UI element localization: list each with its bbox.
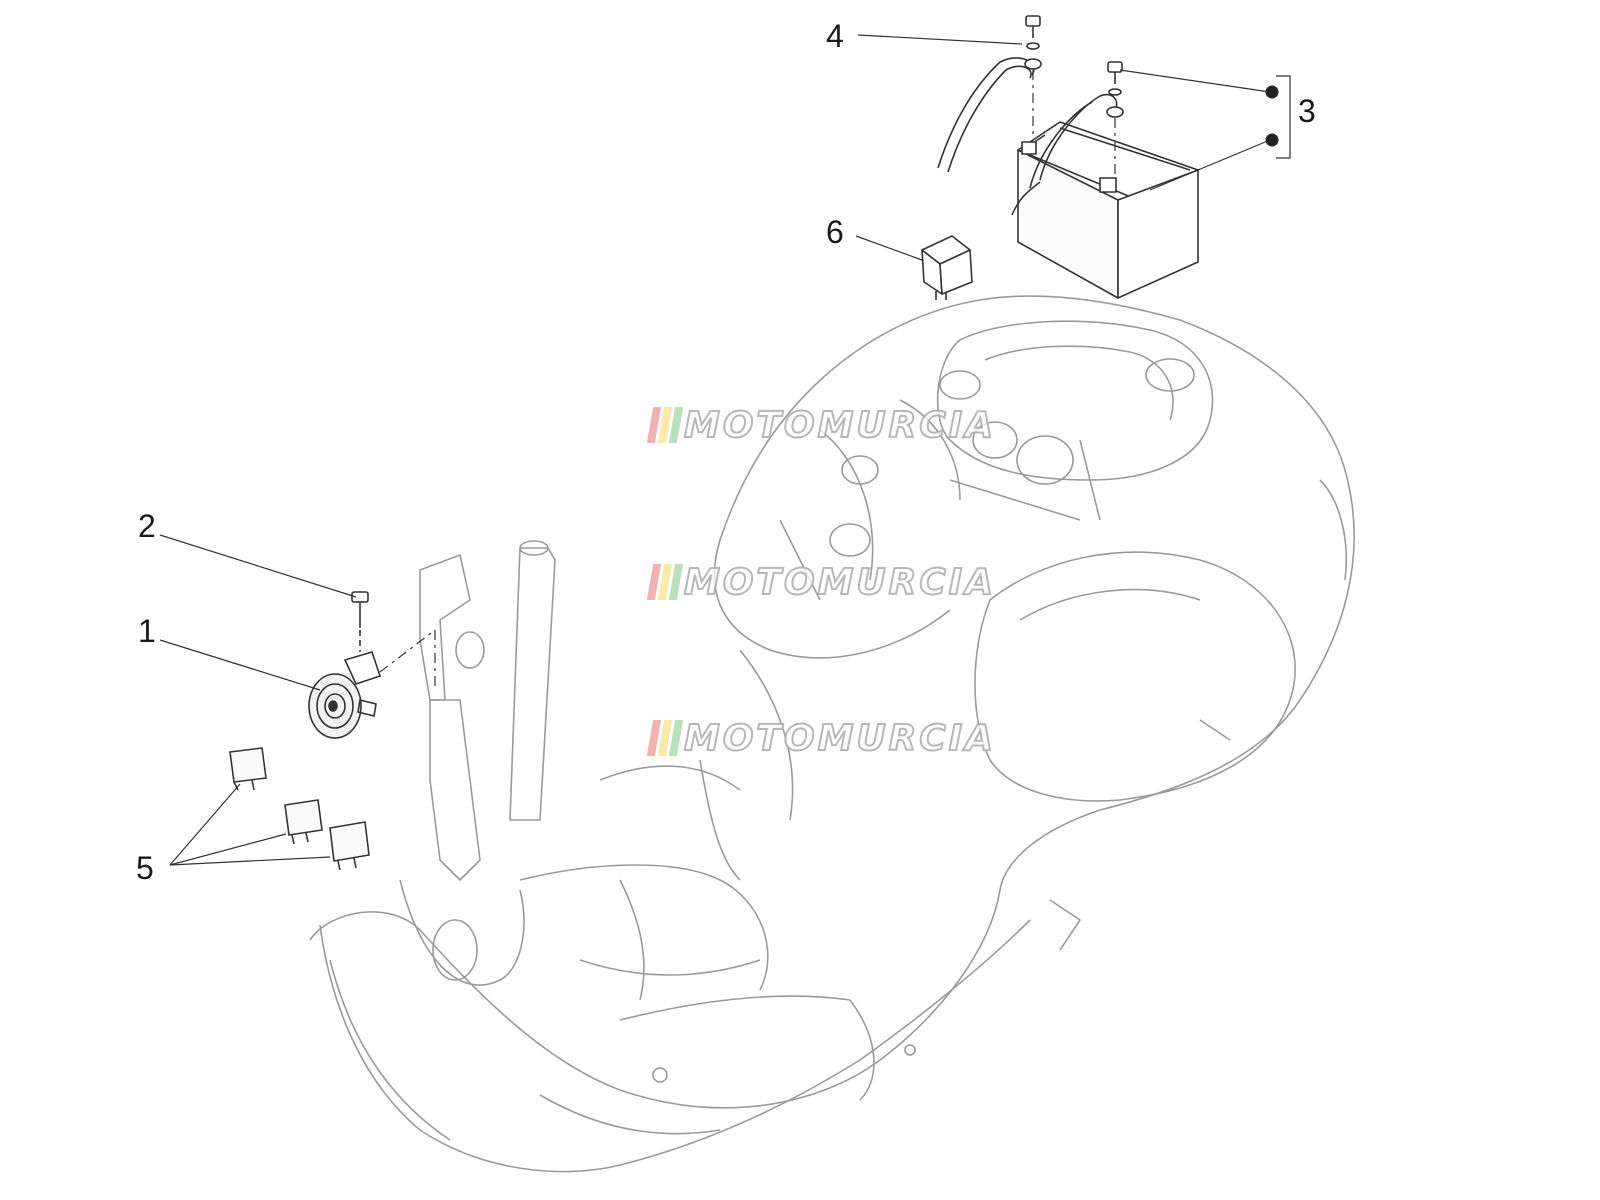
watermark-stripes	[646, 564, 684, 600]
scooter-frame	[309, 295, 1355, 1173]
watermark-stripes	[646, 407, 684, 443]
relay-2	[284, 799, 323, 845]
callout-3: 3	[1298, 93, 1316, 129]
watermark-text: MOTOMURCIA	[683, 561, 997, 604]
watermark-stripes	[646, 720, 684, 756]
watermark-text: MOTOMURCIA	[683, 717, 997, 760]
flasher-relay	[921, 235, 973, 300]
battery	[1017, 121, 1199, 299]
battery-strap-screw	[1024, 15, 1124, 178]
watermark-text: MOTOMURCIA	[683, 404, 997, 447]
callout-4: 4	[826, 18, 844, 54]
callout-2: 2	[138, 508, 156, 544]
leader-lines	[159, 34, 1291, 866]
relays	[229, 747, 370, 871]
callout-5: 5	[136, 850, 154, 886]
watermark-logo: MOTOMURCIA	[646, 561, 997, 604]
callout-1: 1	[138, 613, 156, 649]
watermark-logo: MOTOMURCIA	[646, 717, 997, 760]
relay-3	[329, 821, 370, 871]
horn	[308, 651, 382, 739]
callout-6: 6	[826, 214, 844, 250]
relay-1	[229, 747, 267, 791]
horn-screw	[351, 591, 369, 652]
watermark-logo: MOTOMURCIA	[646, 404, 997, 447]
